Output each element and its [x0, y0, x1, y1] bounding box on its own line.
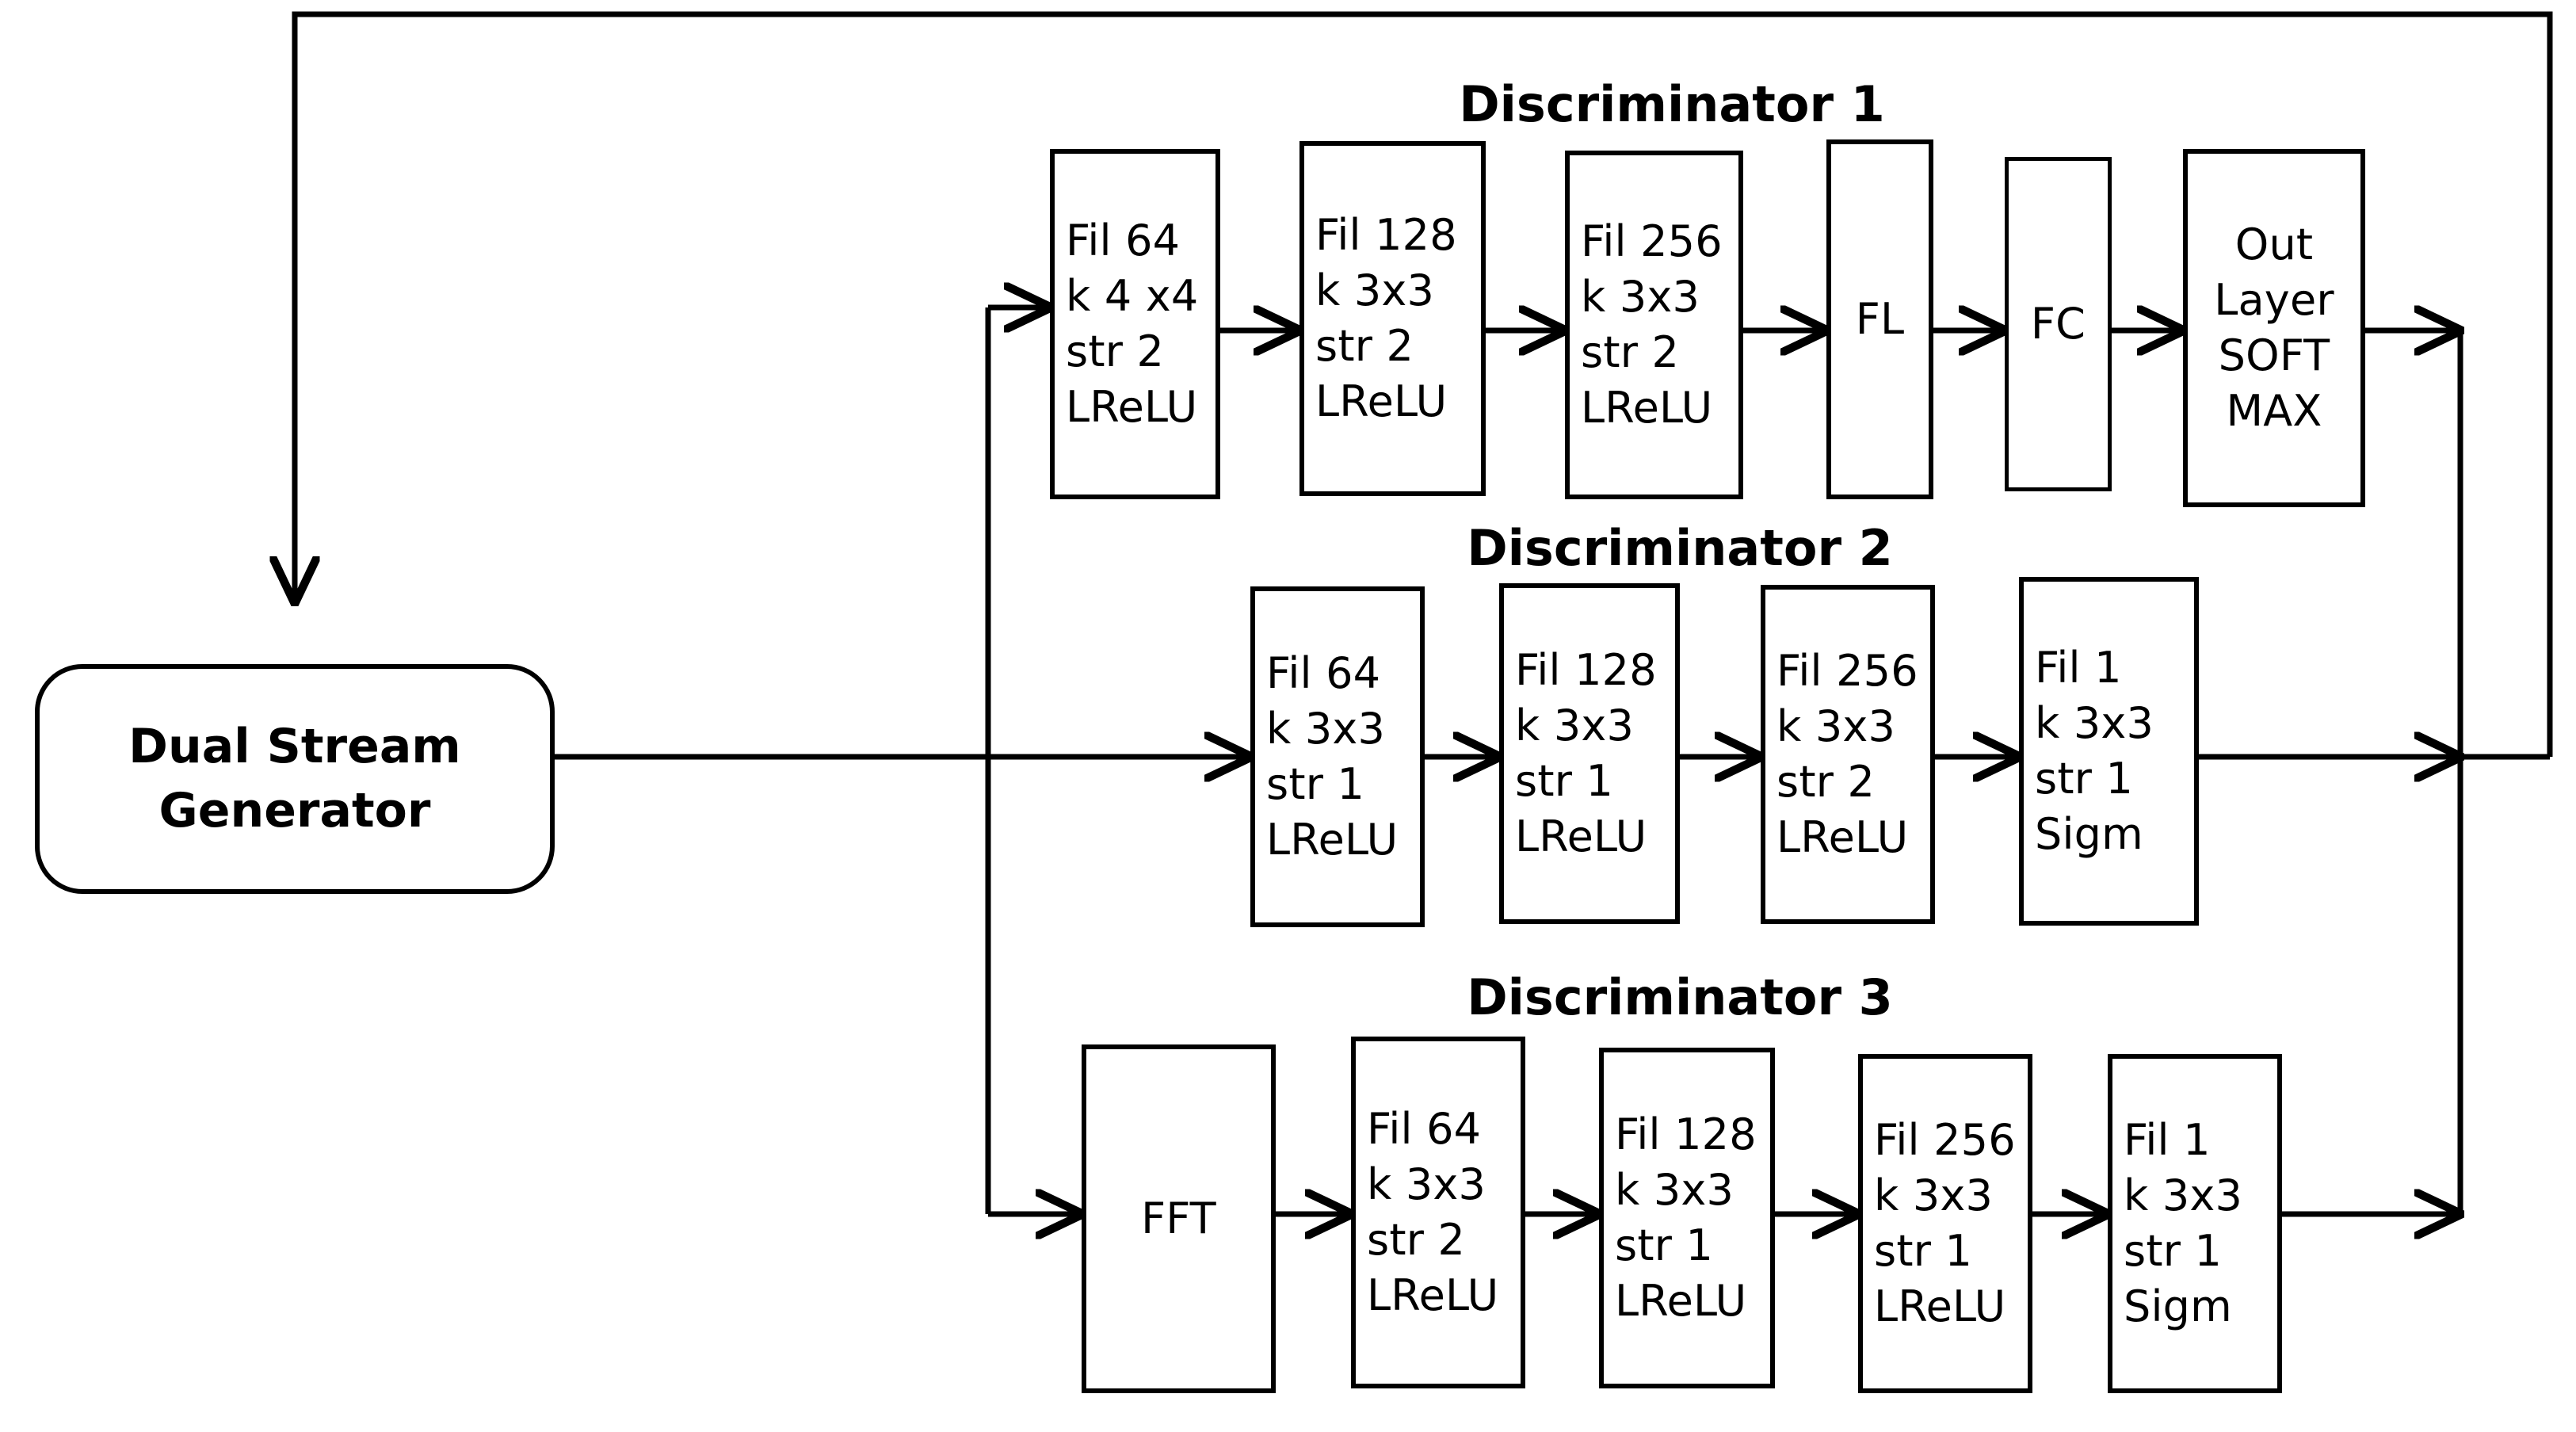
d2-conv-1-line-2: k 3x3 [1266, 703, 1386, 754]
d1-conv-2-line-4: LReLU [1315, 376, 1448, 427]
d2-conv-4[interactable]: Fil 1 k 3x3 str 1 Sigm [2019, 577, 2199, 926]
d2-conv-4-line-3: str 1 [2035, 754, 2134, 804]
d3-conv-3-line-3: str 1 [1874, 1226, 1973, 1276]
d1-conv-2[interactable]: Fil 128 k 3x3 str 2 LReLU [1299, 141, 1486, 496]
d1-fc-label: FC [2030, 298, 2086, 349]
d2-conv-4-line-4: Sigm [2035, 809, 2143, 860]
d3-conv-4-line-4: Sigm [2124, 1281, 2232, 1332]
generator-label-line1: Dual Stream [128, 719, 461, 774]
d1-conv-3[interactable]: Fil 256 k 3x3 str 2 LReLU [1565, 151, 1743, 499]
d2-conv-3-line-3: str 2 [1776, 757, 1876, 807]
d3-conv-1-line-4: LReLU [1367, 1270, 1499, 1321]
d3-conv-1-line-1: Fil 64 [1367, 1103, 1482, 1154]
d1-fully-connected-layer[interactable]: FC [2005, 157, 2112, 491]
discriminator-1-title: Discriminator 1 [1459, 75, 1885, 133]
d2-conv-1-line-1: Fil 64 [1266, 647, 1381, 698]
d3-fft-block[interactable]: FFT [1082, 1044, 1276, 1393]
d1-conv-1-line-1: Fil 64 [1066, 215, 1181, 265]
d1-conv-1[interactable]: Fil 64 k 4 x4 str 2 LReLU [1050, 149, 1220, 499]
d1-conv-3-line-2: k 3x3 [1581, 271, 1700, 322]
d3-conv-1-line-2: k 3x3 [1367, 1159, 1486, 1209]
d2-conv-3[interactable]: Fil 256 k 3x3 str 2 LReLU [1761, 585, 1935, 924]
d1-conv-2-line-3: str 2 [1315, 321, 1414, 371]
d3-conv-3-line-2: k 3x3 [1874, 1170, 1994, 1220]
d1-conv-2-line-1: Fil 128 [1315, 209, 1457, 260]
d1-output-layer[interactable]: Out Layer SOFT MAX [2183, 149, 2365, 507]
d1-output-line-3: SOFT [2218, 330, 2330, 380]
d2-conv-3-line-4: LReLU [1776, 812, 1909, 863]
d3-conv-1-line-3: str 2 [1367, 1215, 1466, 1265]
d3-conv-3-line-1: Fil 256 [1874, 1114, 2016, 1165]
generator-label-line2: Generator [158, 783, 431, 838]
d1-conv-3-line-3: str 2 [1581, 327, 1680, 377]
d2-conv-2-line-3: str 1 [1515, 756, 1614, 806]
d2-conv-2-line-4: LReLU [1515, 811, 1647, 862]
d3-fft-label: FFT [1141, 1193, 1216, 1243]
d3-conv-4-line-1: Fil 1 [2124, 1114, 2211, 1165]
d1-conv-1-line-3: str 2 [1066, 326, 1165, 376]
d2-conv-3-line-2: k 3x3 [1776, 701, 1896, 751]
d3-conv-2[interactable]: Fil 128 k 3x3 str 1 LReLU [1599, 1048, 1775, 1388]
d1-output-line-1: Out [2234, 219, 2314, 269]
d3-conv-1[interactable]: Fil 64 k 3x3 str 2 LReLU [1351, 1037, 1525, 1388]
d3-conv-3-line-4: LReLU [1874, 1281, 2006, 1332]
d1-output-line-4: MAX [2226, 386, 2322, 437]
d3-conv-2-line-4: LReLU [1615, 1276, 1747, 1327]
d2-conv-1-line-4: LReLU [1266, 815, 1399, 865]
d1-conv-3-line-4: LReLU [1581, 383, 1713, 433]
dual-stream-generator-node[interactable]: Dual Stream Generator [35, 664, 555, 894]
d2-conv-2-line-2: k 3x3 [1515, 700, 1635, 750]
generator-label: Dual Stream Generator [128, 715, 461, 843]
d1-conv-1-line-2: k 4 x4 [1066, 270, 1199, 321]
d1-output-line-2: Layer [2214, 274, 2334, 325]
d2-conv-3-line-1: Fil 256 [1776, 645, 1918, 696]
d2-conv-1[interactable]: Fil 64 k 3x3 str 1 LReLU [1250, 586, 1425, 927]
d3-conv-2-line-3: str 1 [1615, 1220, 1714, 1270]
d1-conv-3-line-1: Fil 256 [1581, 216, 1723, 266]
d1-flatten-label: FL [1855, 293, 1905, 344]
discriminator-3-title: Discriminator 3 [1467, 968, 1893, 1026]
d3-conv-4-line-3: str 1 [2124, 1226, 2223, 1276]
d1-conv-2-line-2: k 3x3 [1315, 265, 1435, 315]
d2-conv-2[interactable]: Fil 128 k 3x3 str 1 LReLU [1499, 583, 1680, 924]
d3-conv-4[interactable]: Fil 1 k 3x3 str 1 Sigm [2108, 1054, 2282, 1393]
d3-conv-2-line-2: k 3x3 [1615, 1164, 1735, 1215]
d2-conv-2-line-1: Fil 128 [1515, 644, 1657, 695]
d2-conv-1-line-3: str 1 [1266, 759, 1365, 809]
d3-conv-2-line-1: Fil 128 [1615, 1109, 1757, 1159]
d3-conv-3[interactable]: Fil 256 k 3x3 str 1 LReLU [1858, 1054, 2032, 1393]
d2-conv-4-line-2: k 3x3 [2035, 697, 2154, 748]
d3-conv-4-line-2: k 3x3 [2124, 1170, 2243, 1220]
discriminator-2-title: Discriminator 2 [1467, 519, 1893, 577]
d1-conv-1-line-4: LReLU [1066, 382, 1198, 433]
d2-conv-4-line-1: Fil 1 [2035, 642, 2122, 693]
d1-flatten-layer[interactable]: FL [1826, 139, 1933, 499]
